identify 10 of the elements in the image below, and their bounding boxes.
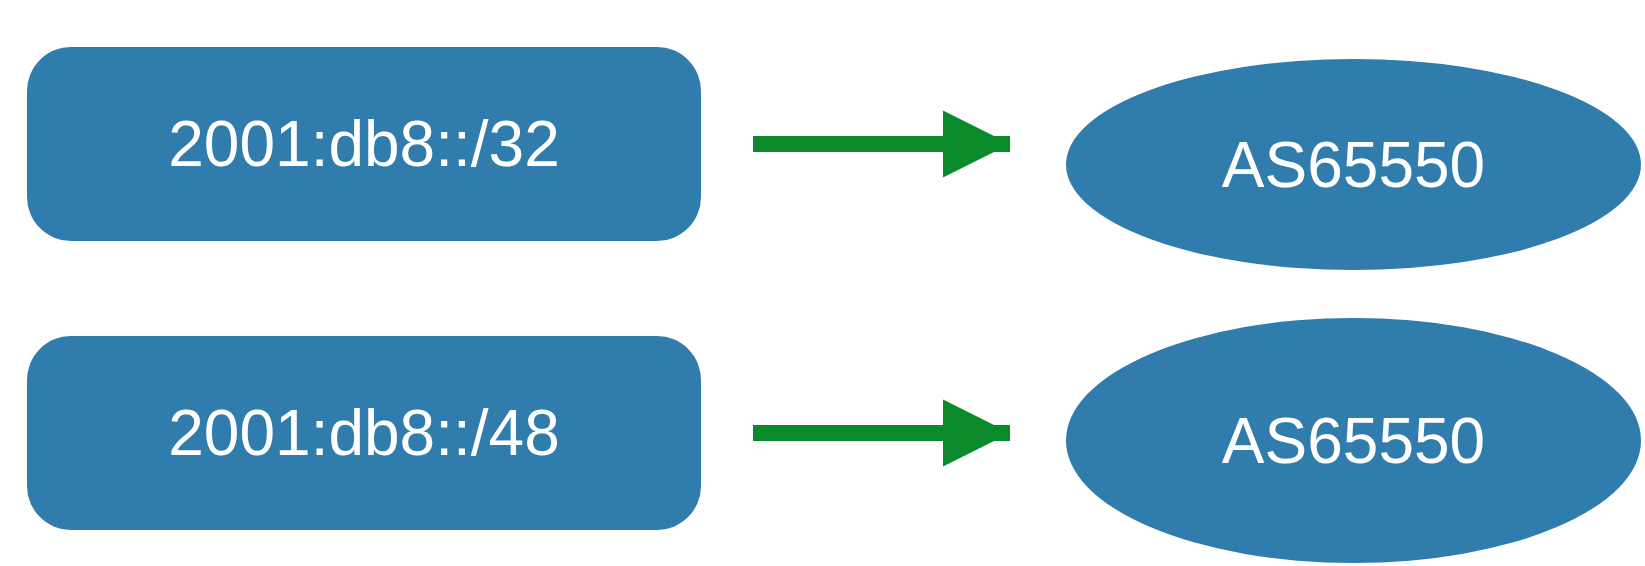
- as-ellipse: [1065, 317, 1642, 564]
- prefix-box: [27, 47, 701, 241]
- node-label: AS65550: [1221, 127, 1486, 202]
- node-label: 2001:db8::/48: [168, 396, 560, 470]
- as-ellipse: [1065, 58, 1642, 271]
- arrow: [753, 110, 1010, 178]
- node-label: AS65550: [1221, 403, 1486, 478]
- arrow: [753, 399, 1010, 467]
- prefix-box: [27, 336, 701, 530]
- node-label: 2001:db8::/32: [168, 107, 560, 181]
